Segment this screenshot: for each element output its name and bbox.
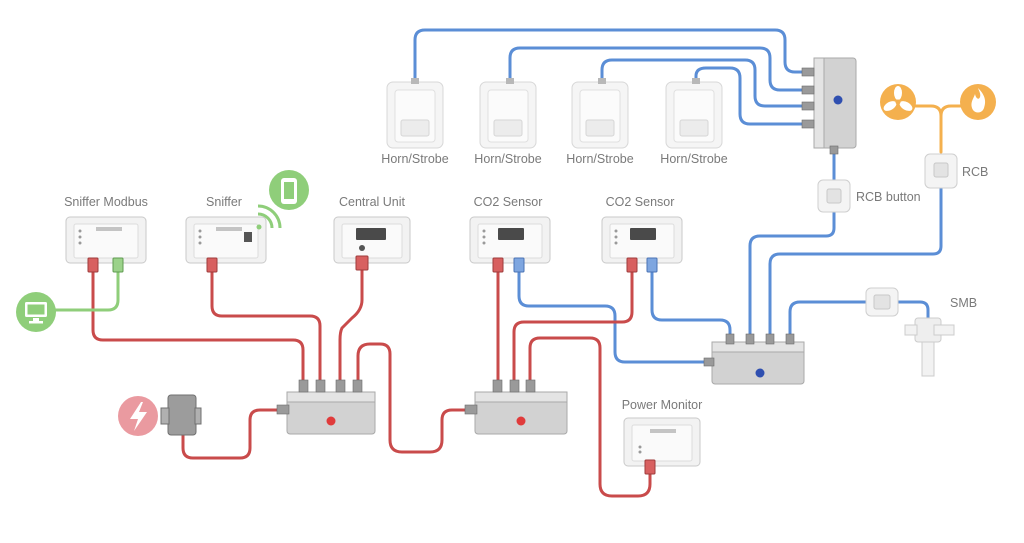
rcb-button-device[interactable]: [817, 179, 851, 213]
co2-sensor-1-label: CO2 Sensor: [474, 195, 543, 209]
horn-strobe-4-label: Horn/Strobe: [660, 152, 727, 166]
flame-icon: [960, 84, 996, 120]
power-monitor-label: Power Monitor: [622, 398, 703, 412]
lightning-bolt-icon: [118, 396, 158, 436]
horn-strobe-junction-box[interactable]: [801, 57, 857, 155]
horn-strobe-3[interactable]: [571, 78, 629, 149]
power-hub-2[interactable]: [464, 379, 568, 435]
sniffer-label: Sniffer: [206, 195, 242, 209]
rcb-button-label: RCB button: [856, 190, 921, 204]
central-unit-label: Central Unit: [339, 195, 406, 209]
rcb-device[interactable]: [924, 153, 958, 189]
power-hub-1[interactable]: [276, 379, 376, 435]
status-led: [326, 416, 336, 426]
central-unit-device[interactable]: [333, 216, 411, 271]
relay-wires: [912, 104, 964, 154]
status-led: [516, 416, 526, 426]
co2-sensor-2-device[interactable]: [601, 216, 683, 273]
power-supply[interactable]: [160, 394, 202, 436]
rcb-label: RCB: [962, 165, 988, 179]
power-wires: [91, 260, 652, 498]
horn-strobe-1-label: Horn/Strobe: [381, 152, 448, 166]
wireless-phone-icon: [256, 170, 309, 230]
network-wire: [50, 270, 120, 312]
status-led: [833, 95, 843, 105]
horn-strobe-1[interactable]: [386, 78, 444, 149]
power-monitor-device[interactable]: [623, 417, 701, 475]
co2-sensor-2-label: CO2 Sensor: [606, 195, 675, 209]
monitor-icon: [16, 292, 56, 332]
sniffer-modbus-label: Sniffer Modbus: [64, 195, 148, 209]
bus-hub[interactable]: [703, 333, 805, 385]
co2-sensor-1-device[interactable]: [469, 216, 551, 273]
horn-strobe-3-label: Horn/Strobe: [566, 152, 633, 166]
horn-strobe-bus-wires: [413, 28, 943, 364]
horn-strobe-4[interactable]: [665, 78, 723, 149]
status-led: [755, 368, 765, 378]
horn-strobe-2-label: Horn/Strobe: [474, 152, 541, 166]
horn-strobe-2[interactable]: [479, 78, 537, 149]
smb-device[interactable]: [865, 287, 955, 377]
smb-label: SMB: [950, 296, 977, 310]
sniffer-modbus-device[interactable]: [65, 216, 147, 273]
fan-icon: [880, 84, 916, 120]
sniffer-device[interactable]: [185, 216, 267, 273]
